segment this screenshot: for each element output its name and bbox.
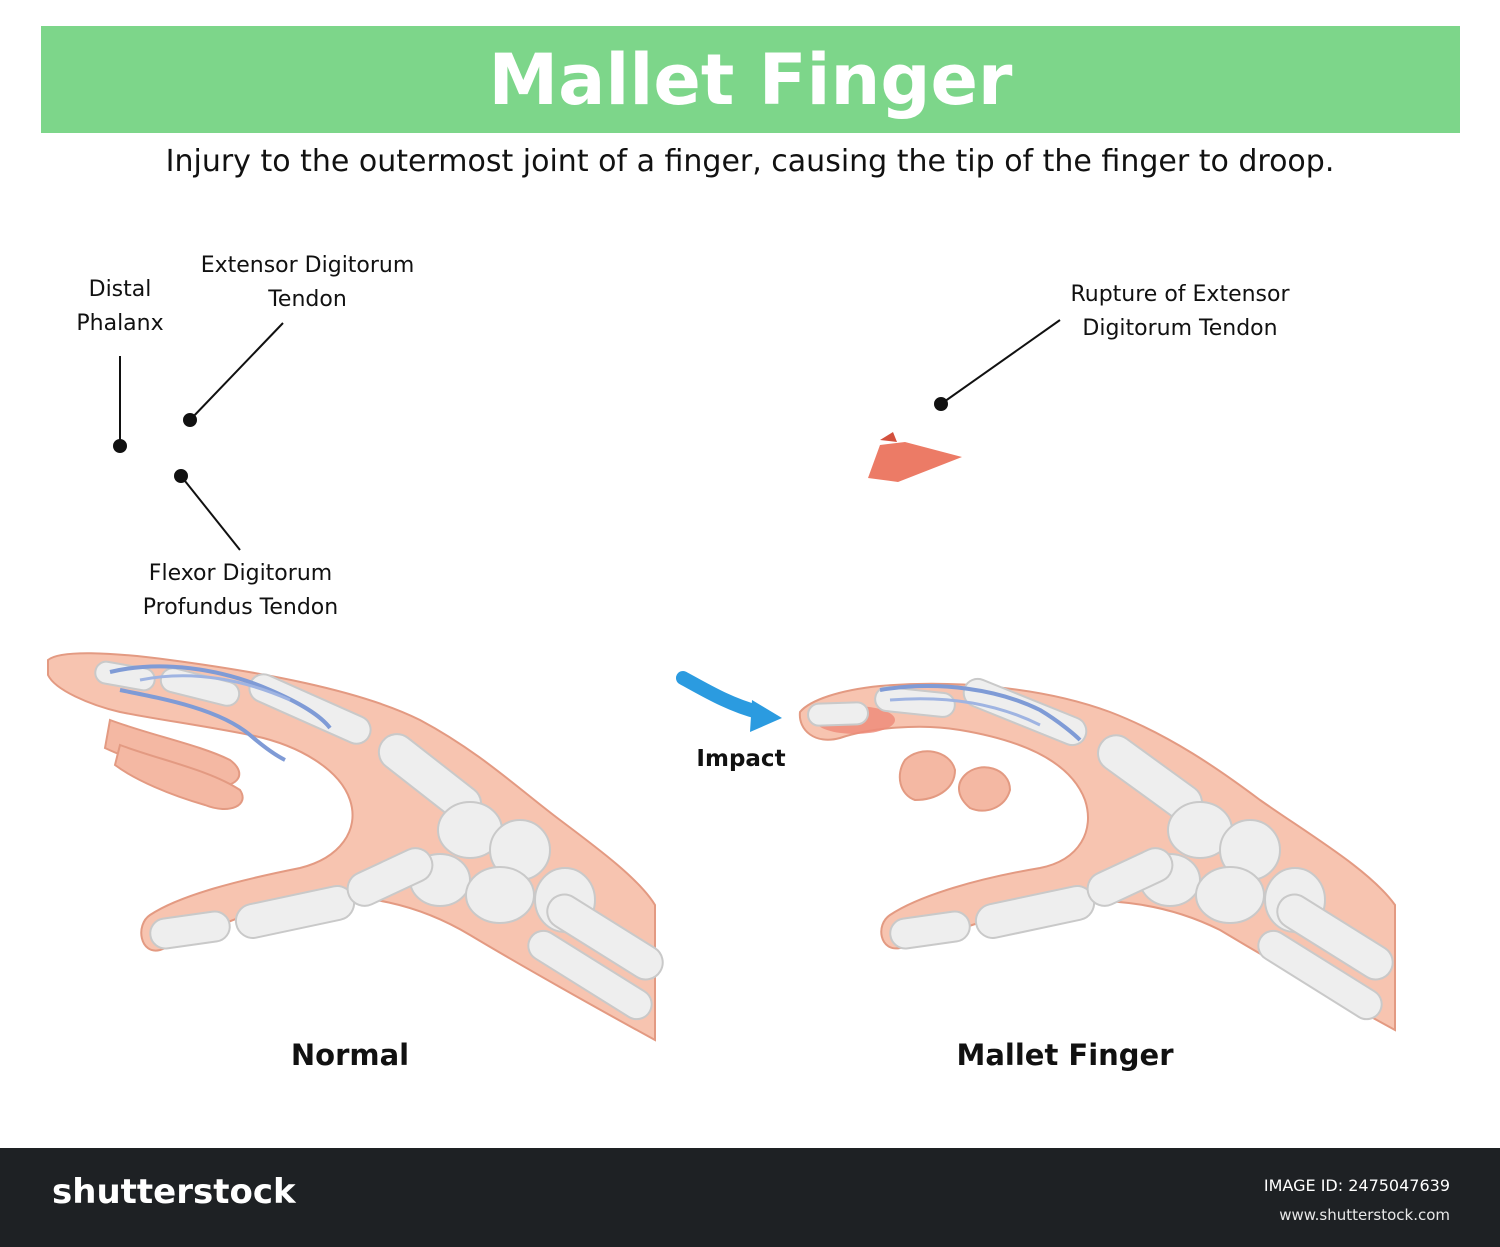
caption-mallet-finger: Mallet Finger <box>900 1038 1230 1072</box>
rupture-marker <box>935 398 947 410</box>
label-rupture-line1: Rupture of Extensor <box>1050 278 1310 312</box>
extensor-tendon-marker <box>184 414 196 426</box>
image-id: IMAGE ID: 2475047639 <box>1264 1176 1450 1195</box>
label-extensor-tendon: Extensor Digitorum Tendon <box>175 249 440 317</box>
label-extensor-tendon-line1: Extensor Digitorum <box>175 249 440 283</box>
label-distal-phalanx-line2: Phalanx <box>58 307 182 341</box>
label-distal-phalanx-line1: Distal <box>58 273 182 307</box>
normal-hand <box>48 653 669 1040</box>
label-flexor-tendon-line2: Profundus Tendon <box>118 591 363 625</box>
rupture-label-pointer <box>935 320 1060 410</box>
label-distal-phalanx: Distal Phalanx <box>58 273 182 341</box>
impact-arrow-icon <box>683 678 782 732</box>
caption-normal: Normal <box>200 1038 500 1072</box>
label-rupture: Rupture of Extensor Digitorum Tendon <box>1050 278 1310 346</box>
normal-label-pointers <box>114 323 283 550</box>
footer-bar: shutterstock IMAGE ID: 2475047639 www.sh… <box>0 1148 1500 1247</box>
label-extensor-tendon-line2: Tendon <box>175 283 440 317</box>
label-rupture-line2: Digitorum Tendon <box>1050 312 1310 346</box>
flexor-tendon-marker <box>175 470 187 482</box>
shutterstock-logo: shutterstock <box>52 1172 296 1212</box>
distal-phalanx-marker <box>114 440 126 452</box>
impact-label: Impact <box>676 742 806 776</box>
mallet-hand <box>800 675 1399 1030</box>
rupture-inset <box>868 432 962 482</box>
label-flexor-tendon-line1: Flexor Digitorum <box>118 557 363 591</box>
footer-url: www.shutterstock.com <box>1279 1206 1450 1224</box>
label-flexor-tendon: Flexor Digitorum Profundus Tendon <box>118 557 363 625</box>
